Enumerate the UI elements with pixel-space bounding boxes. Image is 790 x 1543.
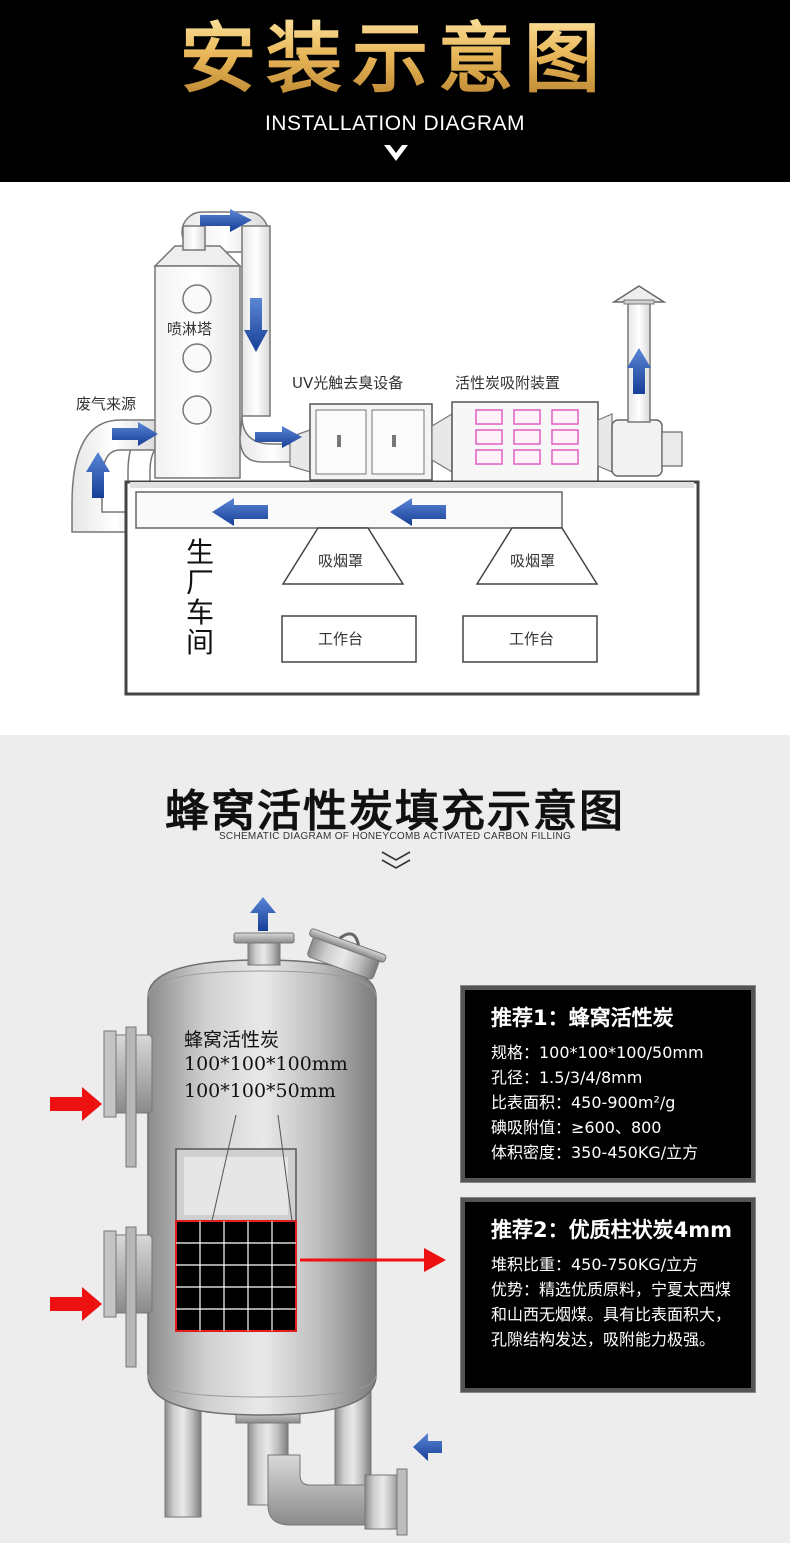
- page-subtitle: INSTALLATION DIAGRAM: [264, 112, 526, 135]
- installation-diagram: 喷淋塔 废气来源 UV光触去臭设备 活性炭吸附装置 生 厂 车 间 吸烟罩 吸烟…: [0, 182, 790, 735]
- section-title: 蜂窝活性炭填充示意图: [165, 786, 625, 837]
- recommendation-title: 推荐2：优质柱状炭4mm: [491, 1218, 732, 1242]
- arrow-right-icon: [112, 422, 158, 446]
- arrow-up-icon: [250, 897, 276, 931]
- arrow-left-icon: [390, 498, 446, 526]
- uv-device-label: UV光触去臭设备: [292, 374, 404, 392]
- header-banner: 安装示意图 INSTALLATION DIAGRAM: [0, 0, 790, 182]
- arrow-left-icon: [413, 1433, 442, 1461]
- exhaust-source-label: 废气来源: [76, 395, 137, 413]
- carbon-device-label: 活性炭吸附装置: [455, 374, 561, 392]
- page-title: 安装示意图: [0, 14, 790, 104]
- spec-line: 堆积比重：450-750KG/立方: [491, 1255, 699, 1274]
- tank-label-title: 蜂窝活性炭: [184, 1029, 280, 1051]
- workbench-label: 工作台: [509, 630, 555, 648]
- workshop-label: 生 厂 车 间: [186, 536, 215, 659]
- recommendation-title: 推荐1：蜂窝活性炭: [491, 1006, 674, 1030]
- hood-label: 吸烟罩: [318, 552, 364, 570]
- exhaust-fan-chimney: [611, 285, 683, 477]
- arrow-left-icon: [212, 498, 268, 526]
- tank-label-size: 100*100*100mm: [184, 1053, 348, 1075]
- spec-line: 体积密度：350-450KG/立方: [491, 1143, 699, 1162]
- spec-line: 规格：100*100*100/50mm: [491, 1043, 704, 1062]
- airflow-arrows: [86, 209, 651, 526]
- arrow-right-icon: [255, 426, 302, 448]
- arrow-up-icon: [627, 348, 651, 394]
- spec-line: 孔径：1.5/3/4/8mm: [491, 1068, 643, 1087]
- workbench-label: 工作台: [318, 630, 364, 648]
- double-chevron-down-icon: [381, 851, 411, 869]
- arrow-down-icon: [244, 298, 268, 352]
- carbon-adsorption-device: [451, 401, 613, 483]
- arrow-right-icon: [424, 1248, 446, 1272]
- recommendation-box-1: 推荐1：蜂窝活性炭 规格：100*100*100/50mm 孔径：1.5/3/4…: [460, 985, 756, 1183]
- spec-line: 比表面积：450-900m²/g: [491, 1093, 676, 1112]
- honeycomb-section: 蜂窝活性炭填充示意图 SCHEMATIC DIAGRAM OF HONEYCOM…: [0, 735, 790, 1543]
- spray-tower: [153, 211, 306, 479]
- section-subtitle: SCHEMATIC DIAGRAM OF HONEYCOMB ACTIVATED…: [218, 831, 572, 842]
- uv-device: [289, 403, 453, 481]
- recommendation-box-2: 推荐2：优质柱状炭4mm 堆积比重：450-750KG/立方 优势：精选优质原料…: [460, 1197, 756, 1393]
- arrow-right-icon: [50, 1287, 102, 1321]
- arrow-right-icon: [200, 209, 252, 232]
- tank-label-size: 100*100*50mm: [184, 1080, 336, 1102]
- arrow-right-icon: [50, 1087, 102, 1121]
- spray-tower-label: 喷淋塔: [167, 320, 213, 338]
- spec-line: 碘吸附值：≥600、800: [491, 1118, 662, 1137]
- tank-illustration: [50, 897, 446, 1536]
- hood-label: 吸烟罩: [510, 552, 556, 570]
- advantage-text: 优势：精选优质原料，宁夏太西煤和山西无烟煤。具有比表面积大，孔隙结构发达，吸附能…: [491, 1280, 732, 1349]
- chevron-down-icon: [384, 145, 408, 161]
- arrow-up-icon: [86, 452, 110, 498]
